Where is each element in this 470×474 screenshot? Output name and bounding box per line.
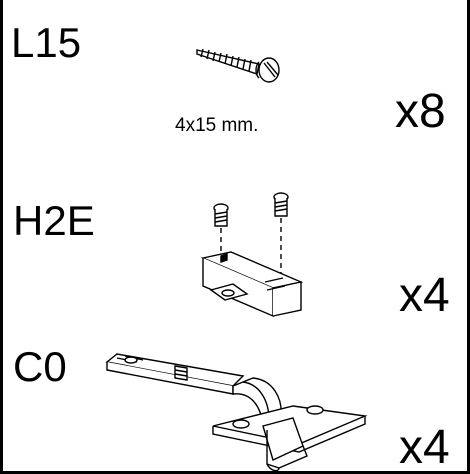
wood-screw-icon <box>196 48 280 83</box>
quantity-l15: x8 <box>395 85 446 138</box>
part-code-l15: L15 <box>11 19 82 66</box>
quantity-h2e: x4 <box>399 269 450 322</box>
part-code-c0: C0 <box>13 343 67 390</box>
concealed-hinge-icon <box>105 353 368 472</box>
quantity-c0: x4 <box>399 421 450 474</box>
screw-dimension-label: 4x15 mm. <box>175 115 259 136</box>
part-code-h2e: H2E <box>13 197 95 244</box>
mounting-plate-with-screws-icon <box>200 192 304 318</box>
